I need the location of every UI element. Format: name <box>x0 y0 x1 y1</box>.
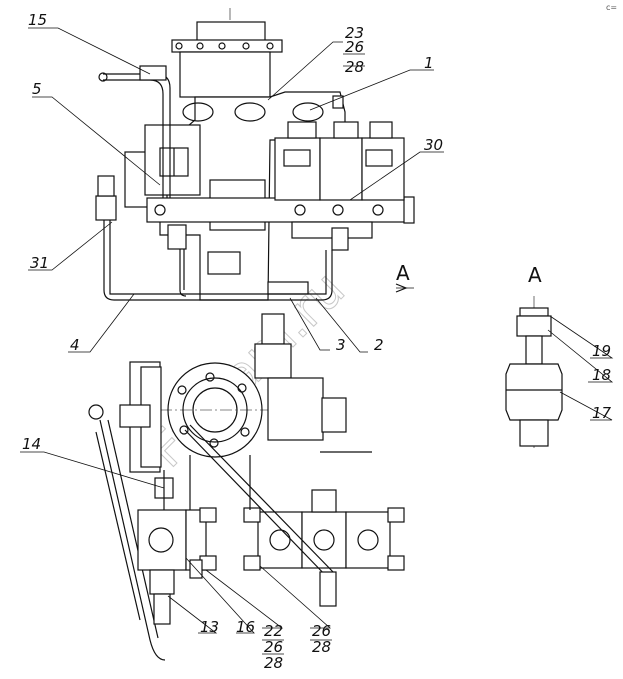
callout-4: 4 <box>70 336 80 354</box>
callout-28-bottom-a: 28 <box>264 654 283 672</box>
view-arrow-label: A <box>396 261 410 285</box>
callout-1: 1 <box>424 54 434 72</box>
callout-28-top: 28 <box>345 58 364 76</box>
detail-title: A <box>528 263 542 287</box>
callout-labels: 15 23 26 28 1 5 30 31 4 3 2 14 13 16 22 … <box>22 3 617 672</box>
callout-31: 31 <box>30 254 49 272</box>
top-view <box>95 8 415 301</box>
callout-5: 5 <box>32 80 42 98</box>
callout-26-bottom-b: 26 <box>312 622 331 640</box>
callout-23: 23 <box>345 24 364 42</box>
callout-22: 22 <box>264 622 283 640</box>
callout-15: 15 <box>28 11 47 29</box>
callout-18: 18 <box>592 366 611 384</box>
corner-mark: c= <box>606 3 617 12</box>
callout-14: 14 <box>22 435 41 453</box>
callout-28-bottom-b: 28 <box>312 638 331 656</box>
callout-26-top: 26 <box>345 38 364 56</box>
callout-13: 13 <box>200 618 219 636</box>
callout-2: 2 <box>374 336 384 354</box>
callout-26-bottom-a: 26 <box>264 638 283 656</box>
callout-30: 30 <box>424 136 443 154</box>
leader-lines <box>20 27 614 655</box>
callout-16: 16 <box>236 618 255 636</box>
callout-17: 17 <box>592 404 612 422</box>
callout-19: 19 <box>592 342 611 360</box>
detail-a <box>505 296 563 450</box>
callout-3: 3 <box>336 336 346 354</box>
bottom-view <box>88 313 405 661</box>
